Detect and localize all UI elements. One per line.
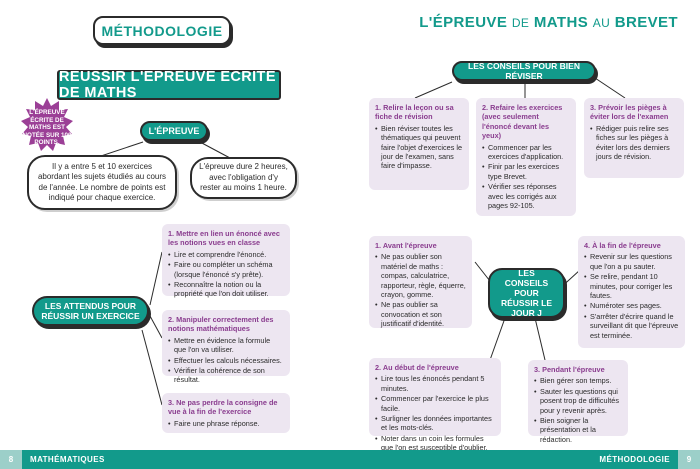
conseils-reviser-pill: LES CONSEILS POUR BIEN RÉVISER: [452, 61, 596, 81]
footer-label-right: MÉTHODOLOGIE: [599, 455, 670, 464]
card-item: Sauter les questions qui posent trop de …: [534, 387, 622, 415]
speech-bubble-exercises: Il y a entre 5 et 10 exercices abordant …: [27, 155, 177, 210]
attendus-pill: LES ATTENDUS POUR RÉUSSIR UN EXERCICE: [32, 296, 149, 326]
title-word: BREVET: [614, 14, 678, 31]
bubble-text: Il y a entre 5 et 10 exercices abordant …: [37, 161, 167, 203]
section-tab-label: MÉTHODOLOGIE: [101, 22, 223, 39]
card-item: Reconnaître la notion ou la propriété qu…: [168, 280, 284, 299]
footer-left: 8 MATHÉMATIQUES: [0, 450, 350, 469]
page-number-right: 9: [678, 450, 700, 469]
title-word: MATHS: [533, 14, 589, 31]
card-item: Se relire, pendant 10 minutes, pour corr…: [584, 272, 679, 300]
title-word: L'ÉPREUVE: [419, 14, 508, 31]
footer-right: MÉTHODOLOGIE 9: [350, 450, 700, 469]
jour-card-3: 3. Pendant l'épreuve Bien gérer son temp…: [528, 360, 628, 444]
speech-bubble-duration: L'épreuve dure 2 heures, avec l'obligati…: [190, 157, 297, 199]
reviser-card-2: 2. Refaire les exercices (avec seulement…: [476, 98, 576, 216]
star-burst-icon: [21, 98, 73, 151]
card-item: Vérifier la cohérence de son résultat.: [168, 366, 284, 385]
page-number-left: 8: [0, 450, 22, 469]
card-item: Bien réviser toutes les thématiques qui …: [375, 124, 463, 171]
footer-label-left: MATHÉMATIQUES: [30, 455, 105, 464]
attendus-card-2: 2. Manipuler correctement des notions ma…: [162, 310, 290, 384]
card-item: Numéroter ses pages.: [584, 301, 679, 311]
title-word: DE: [511, 16, 530, 30]
card-item: S'arrêter d'écrire quand le surveillant …: [584, 312, 679, 340]
main-title: RÉUSSIR L'ÉPREUVE ÉCRITE DE MATHS: [57, 69, 281, 101]
card-title: 1. Avant l'épreuve: [375, 241, 437, 250]
page-title-right: L'ÉPREUVE DE MATHS AU BREVET: [419, 14, 678, 31]
card-item: Lire et comprendre l'énoncé.: [168, 250, 284, 260]
jour-card-2: 2. Au début de l'épreuve Lire tous les é…: [369, 358, 501, 452]
jour-card-4: 4. À la fin de l'épreuve Revenir sur les…: [578, 236, 685, 348]
card-title: 4. À la fin de l'épreuve: [584, 241, 661, 250]
card-title: 1. Mettre en lien un énoncé avec les not…: [168, 229, 280, 248]
attendus-card-3: 3. Ne pas perdre la consigne de vue à la…: [162, 393, 290, 433]
card-title: 3. Prévoir les pièges à éviter lors de l…: [590, 103, 669, 122]
card-item: Commencer par les exercices d'applicatio…: [482, 143, 570, 162]
jour-card-1: 1. Avant l'épreuve Ne pas oublier son ma…: [369, 236, 472, 328]
card-item: Commencer par l'exercice le plus facile.: [375, 394, 495, 413]
jour-j-pill: LES CONSEILS POUR RÉUSSIR LE JOUR J: [488, 268, 565, 318]
card-item: Bien soigner la présentation et la rédac…: [534, 416, 622, 444]
burst-note: L'ÉPREUVE ÉCRITE DE MATHS EST NOTÉE SUR …: [22, 109, 72, 146]
card-title: 3. Ne pas perdre la consigne de vue à la…: [168, 398, 278, 417]
card-item: Vérifier ses réponses avec les corrigés …: [482, 182, 570, 210]
card-title: 2. Au début de l'épreuve: [375, 363, 459, 372]
reviser-card-1: 1. Relire la leçon ou sa fiche de révisi…: [369, 98, 469, 190]
bubble-text: L'épreuve dure 2 heures, avec l'obligati…: [199, 162, 288, 193]
card-item: Lire tous les énoncés pendant 5 minutes.: [375, 374, 495, 393]
card-title: 3. Pendant l'épreuve: [534, 365, 605, 374]
epreuve-pill: L'ÉPREUVE: [140, 121, 208, 141]
card-item: Mettre en évidence la formule que l'on v…: [168, 336, 284, 355]
main-title-text: RÉUSSIR L'ÉPREUVE ÉCRITE DE MATHS: [59, 69, 276, 101]
reviser-card-3: 3. Prévoir les pièges à éviter lors de l…: [584, 98, 684, 178]
card-item: Finir par les exercices type Brevet.: [482, 162, 570, 181]
card-title: 1. Relire la leçon ou sa fiche de révisi…: [375, 103, 454, 122]
section-tab-methodologie: MÉTHODOLOGIE: [93, 16, 231, 45]
card-item: Surligner les données importantes et les…: [375, 414, 495, 433]
card-item: Effectuer les calculs nécessaires.: [168, 356, 284, 366]
card-item: Revenir sur les questions que l'on a pu …: [584, 252, 679, 271]
card-item: Faire une phrase réponse.: [168, 419, 284, 429]
card-item: Rédiger puis relire ses fiches sur les p…: [590, 124, 678, 162]
card-item: Ne pas oublier son matériel de maths : c…: [375, 252, 466, 299]
title-word: AU: [592, 16, 611, 30]
card-item: Faire ou compléter un schéma (lorsque l'…: [168, 260, 284, 279]
card-title: 2. Refaire les exercices (avec seulement…: [482, 103, 563, 141]
card-item: Bien gérer son temps.: [534, 376, 622, 386]
attendus-pill-label: LES ATTENDUS POUR RÉUSSIR UN EXERCICE: [41, 301, 140, 321]
card-title: 2. Manipuler correctement des notions ma…: [168, 315, 274, 334]
card-item: Ne pas oublier sa convocation et son jus…: [375, 300, 466, 328]
epreuve-pill-label: L'ÉPREUVE: [148, 126, 200, 136]
conseils-reviser-label: LES CONSEILS POUR BIEN RÉVISER: [468, 61, 580, 81]
attendus-card-1: 1. Mettre en lien un énoncé avec les not…: [162, 224, 290, 299]
card-item: Noter dans un coin les formules que l'on…: [375, 434, 495, 453]
jour-j-label: LES CONSEILS POUR RÉUSSIR LE JOUR J: [500, 268, 552, 318]
